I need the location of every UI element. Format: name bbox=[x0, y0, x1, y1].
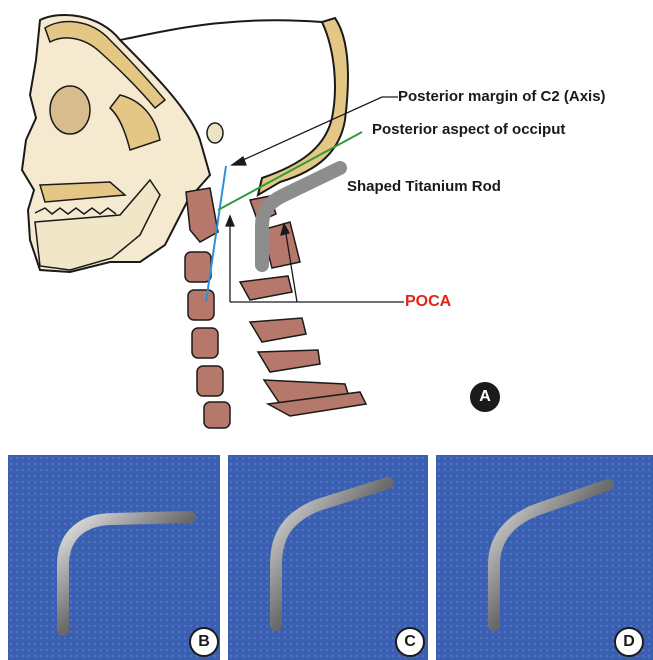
panel-c-badge: C bbox=[395, 627, 425, 657]
panel-b-badge: B bbox=[189, 627, 219, 657]
label-poca: POCA bbox=[405, 293, 451, 311]
skull-spine-diagram bbox=[0, 0, 653, 445]
c3-spinous bbox=[240, 276, 292, 300]
label-occiput: Posterior aspect of occiput bbox=[372, 121, 565, 138]
label-c2-margin: Posterior margin of C2 (Axis) bbox=[398, 88, 606, 105]
c7-body bbox=[204, 402, 230, 428]
c4-spinous bbox=[250, 318, 306, 342]
label-titanium-rod: Shaped Titanium Rod bbox=[347, 178, 501, 195]
panel-a-illustration: Posterior margin of C2 (Axis) Posterior … bbox=[0, 0, 653, 445]
panel-d-photo: D bbox=[436, 455, 653, 660]
orbit bbox=[50, 86, 90, 134]
cranium-outline bbox=[120, 20, 322, 40]
c1-anterior-arch bbox=[207, 123, 223, 143]
c6-body bbox=[197, 366, 223, 396]
rod-photo-b bbox=[8, 455, 220, 660]
c5-spinous bbox=[258, 350, 320, 372]
c4-body bbox=[188, 290, 214, 320]
panel-c-photo: C bbox=[228, 455, 428, 660]
panel-d-badge: D bbox=[614, 627, 644, 657]
c5-body bbox=[192, 328, 218, 358]
panel-a-badge: A bbox=[470, 382, 500, 412]
rod-photo-c bbox=[228, 455, 428, 660]
c3-body bbox=[185, 252, 211, 282]
vertebral-bodies bbox=[185, 188, 230, 428]
panel-b-photo: B bbox=[8, 455, 220, 660]
c2-body bbox=[186, 188, 218, 242]
